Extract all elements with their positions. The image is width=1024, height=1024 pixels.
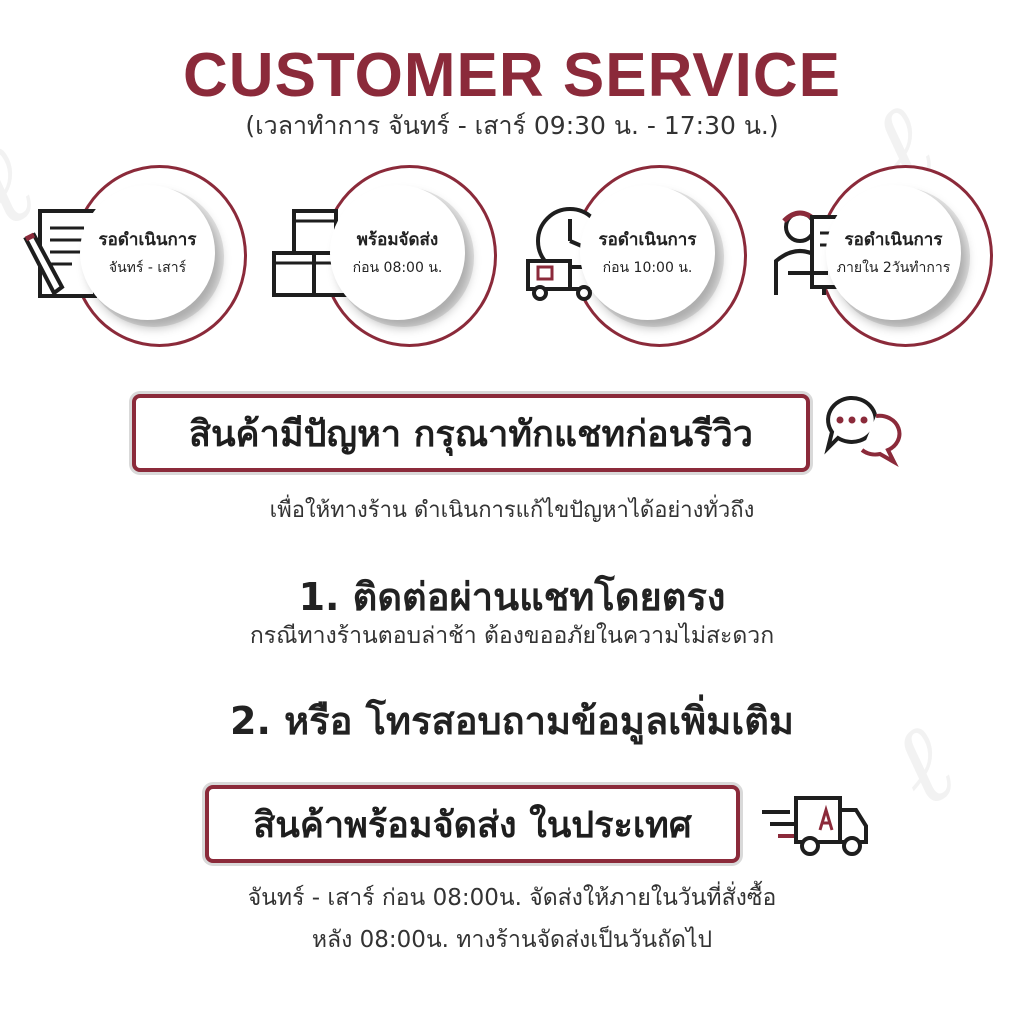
step-detail: ก่อน 08:00 น. bbox=[352, 260, 443, 276]
step-detail: จันทร์ - เสาร์ bbox=[108, 260, 187, 276]
chat-note: เพื่อให้ทางร้าน ดำเนินการแก้ไขปัญหาได้อย… bbox=[269, 498, 755, 523]
chat-before-review-banner: สินค้ามีปัญหา กรุณาทักแชทก่อนรีวิว bbox=[132, 394, 810, 472]
step-status: รอดำเนินการ bbox=[598, 230, 697, 250]
step-label: รอดำเนินการ ภายใน 2วันทำการ bbox=[826, 185, 961, 320]
shipping-note-2: หลัง 08:00น. ทางร้านจัดส่งเป็นวันถัดไป bbox=[311, 927, 713, 953]
step-detail: ก่อน 10:00 น. bbox=[602, 260, 693, 276]
step-label: รอดำเนินการ จันทร์ - เสาร์ bbox=[80, 185, 215, 320]
option-2-heading: 2. หรือ โทรสอบถามข้อมูลเพิ่มเติม bbox=[230, 699, 794, 743]
step-detail: ภายใน 2วันทำการ bbox=[836, 260, 951, 276]
step-label: รอดำเนินการ ก่อน 10:00 น. bbox=[580, 185, 715, 320]
step-label: พร้อมจัดส่ง ก่อน 08:00 น. bbox=[330, 185, 465, 320]
chat-bubbles-icon bbox=[824, 395, 902, 468]
step-status: พร้อมจัดส่ง bbox=[356, 230, 439, 250]
step-status: รอดำเนินการ bbox=[98, 230, 197, 250]
option-1-heading: 1. ติดต่อผ่านแชทโดยตรง bbox=[298, 575, 726, 619]
step-card-4: รอดำเนินการ ภายใน 2วันทำการ bbox=[768, 165, 998, 355]
step-card-2: พร้อมจัดส่ง ก่อน 08:00 น. bbox=[272, 165, 502, 355]
step-card-1: รอดำเนินการ จันทร์ - เสาร์ bbox=[22, 165, 252, 355]
business-hours: (เวลาทำการ จันทร์ - เสาร์ 09:30 น. - 17:… bbox=[245, 111, 779, 140]
option-1-note: กรณีทางร้านตอบล่าช้า ต้องขออภัยในความไม่… bbox=[249, 623, 775, 649]
fast-truck-icon bbox=[762, 796, 868, 856]
shipping-note-1: จันทร์ - เสาร์ ก่อน 08:00น. จัดส่งให้ภาย… bbox=[247, 885, 777, 911]
domestic-shipping-banner: สินค้าพร้อมจัดส่ง ในประเทศ bbox=[205, 785, 740, 863]
page-title: CUSTOMER SERVICE bbox=[183, 41, 841, 110]
step-status: รอดำเนินการ bbox=[844, 230, 943, 250]
step-card-3: รอดำเนินการ ก่อน 10:00 น. bbox=[522, 165, 752, 355]
